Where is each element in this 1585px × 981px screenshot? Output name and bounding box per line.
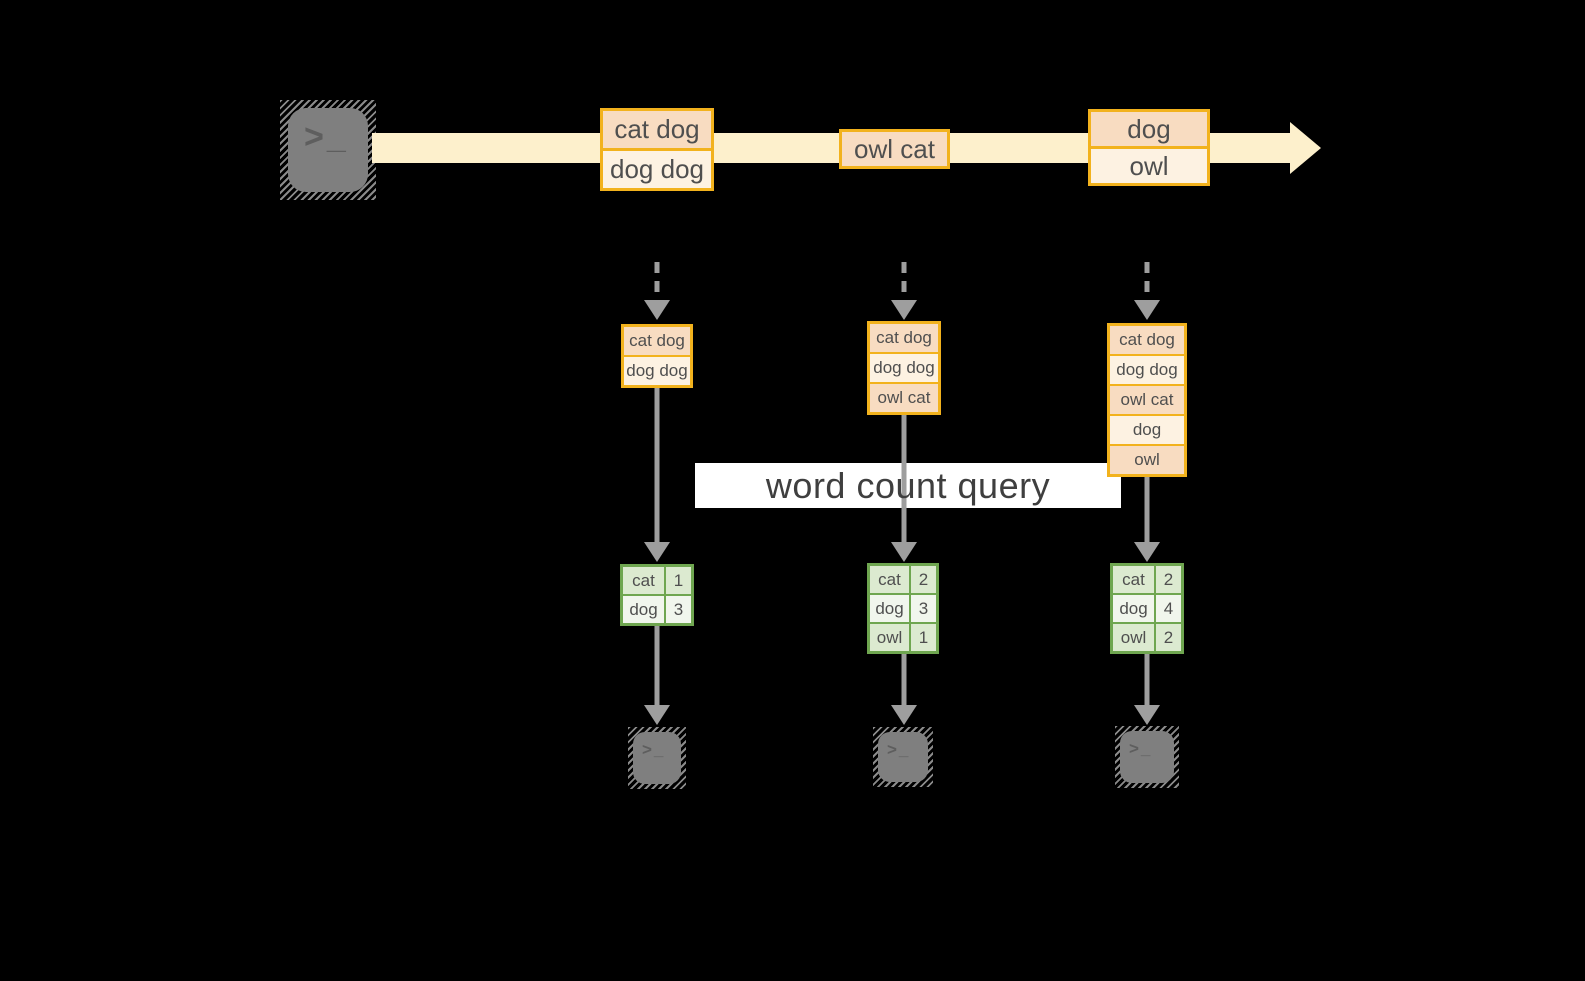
word-cell: owl (1113, 624, 1154, 651)
arrow-shaft (654, 388, 660, 544)
arrow-head (1134, 300, 1160, 320)
input-row: owl cat (1110, 386, 1184, 414)
dashed-arrow-down-icon (644, 262, 670, 320)
stream-record: owl (1091, 149, 1207, 183)
stream-arrowhead-icon (1290, 122, 1321, 174)
arrow-shaft (1144, 262, 1150, 302)
count-cell: 1 (911, 624, 936, 651)
result-table-2: cat 2 dog 3 owl 1 (867, 563, 939, 654)
word-cell: cat (623, 567, 664, 594)
count-cell: 2 (911, 566, 936, 593)
arrow-down-icon (1134, 654, 1160, 725)
word-cell: dog (1113, 595, 1154, 622)
arrow-shaft (901, 415, 907, 544)
arrow-shaft (1144, 477, 1150, 544)
input-row: cat dog (624, 327, 690, 355)
dashed-arrow-down-icon (1134, 262, 1160, 320)
stream-record: dog dog (603, 151, 711, 188)
arrow-head (891, 542, 917, 562)
count-cell: 2 (1156, 566, 1181, 593)
arrow-shaft (901, 654, 907, 707)
arrow-down-icon (644, 388, 670, 562)
arrow-head (891, 300, 917, 320)
arrow-down-icon (891, 654, 917, 725)
input-table-3: cat dog dog dog owl cat dog owl (1107, 323, 1187, 477)
arrow-head (891, 705, 917, 725)
terminal-prompt-glyph: >_ (1129, 739, 1153, 758)
input-table-2: cat dog dog dog owl cat (867, 321, 941, 415)
input-row: cat dog (870, 324, 938, 352)
count-cell: 3 (911, 595, 936, 622)
arrow-down-icon (891, 415, 917, 562)
stream-batch-2: owl cat (839, 129, 950, 169)
arrow-down-icon (1134, 477, 1160, 562)
terminal-face: >_ (633, 732, 681, 784)
word-cell: dog (870, 595, 909, 622)
word-cell: cat (1113, 566, 1154, 593)
result-table-1: cat 1 dog 3 (620, 564, 694, 626)
count-cell: 2 (1156, 624, 1181, 651)
terminal-face: >_ (288, 108, 368, 192)
word-cell: dog (623, 596, 664, 623)
arrow-head (644, 705, 670, 725)
terminal-prompt-glyph: >_ (887, 740, 911, 759)
arrow-down-icon (644, 626, 670, 725)
input-row: dog dog (870, 354, 938, 382)
input-row: dog dog (1110, 356, 1184, 384)
stream-record: owl cat (842, 132, 947, 166)
dashed-arrow-down-icon (891, 262, 917, 320)
arrow-head (644, 300, 670, 320)
stream-batch-1: cat dog dog dog (600, 108, 714, 191)
count-cell: 4 (1156, 595, 1181, 622)
count-cell: 3 (666, 596, 691, 623)
input-table-1: cat dog dog dog (621, 324, 693, 388)
stream-record: dog (1091, 112, 1207, 146)
word-cell: owl (870, 624, 909, 651)
terminal-face: >_ (1120, 731, 1174, 783)
arrow-head (1134, 542, 1160, 562)
input-row: owl cat (870, 384, 938, 412)
input-row: owl (1110, 446, 1184, 474)
input-row: dog dog (624, 357, 690, 385)
terminal-sink-icon: >_ (628, 727, 686, 789)
input-row: dog (1110, 416, 1184, 444)
stream-record: cat dog (603, 111, 711, 148)
terminal-sink-icon: >_ (1115, 726, 1179, 788)
arrow-head (644, 542, 670, 562)
terminal-sink-icon: >_ (873, 727, 933, 787)
input-row: cat dog (1110, 326, 1184, 354)
stream-batch-3: dog owl (1088, 109, 1210, 186)
query-banner (695, 463, 1121, 508)
arrow-shaft (654, 626, 660, 707)
terminal-face: >_ (878, 732, 928, 782)
word-cell: cat (870, 566, 909, 593)
terminal-source-icon: >_ (280, 100, 376, 200)
arrow-shaft (1144, 654, 1150, 707)
arrow-shaft (901, 262, 907, 302)
terminal-prompt-glyph: >_ (642, 740, 666, 759)
query-banner-label: word count query (765, 464, 1051, 506)
count-cell: 1 (666, 567, 691, 594)
arrow-head (1134, 705, 1160, 725)
arrow-shaft (654, 262, 660, 302)
terminal-prompt-glyph: >_ (304, 118, 349, 156)
result-table-3: cat 2 dog 4 owl 2 (1110, 563, 1184, 654)
